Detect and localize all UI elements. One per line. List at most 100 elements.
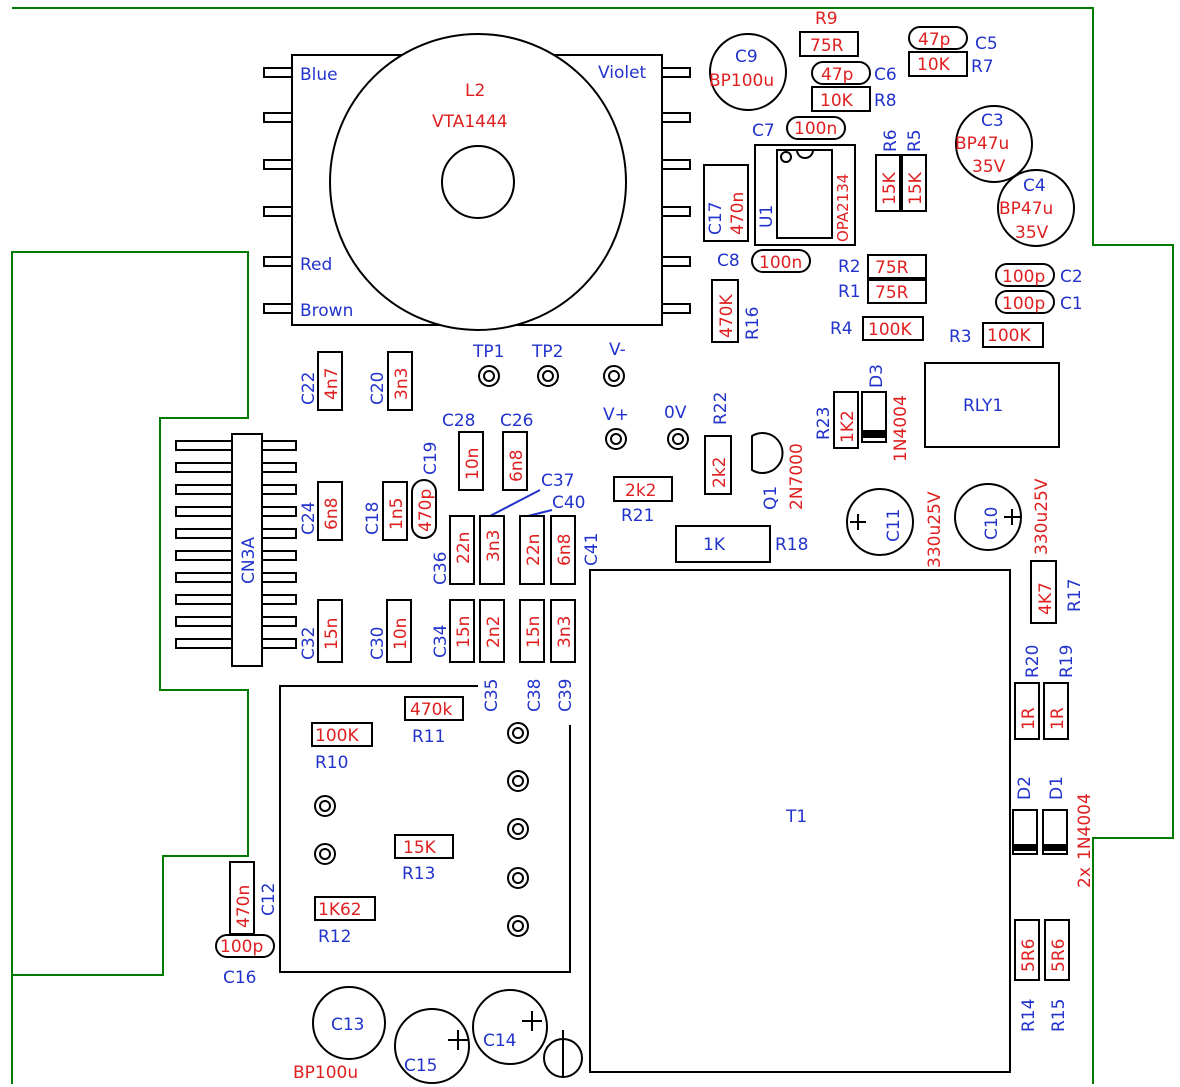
svg-text:C2: C2 <box>1060 267 1083 287</box>
svg-text:C26: C26 <box>500 411 534 431</box>
svg-text:5R6: 5R6 <box>1049 939 1069 972</box>
svg-text:470K: 470K <box>717 294 737 338</box>
svg-text:15n: 15n <box>322 618 342 650</box>
svg-text:C12: C12 <box>259 882 279 916</box>
svg-text:R1: R1 <box>838 282 861 302</box>
cap-c16: 100p C16 <box>215 934 275 988</box>
cap-c38: 15n C38 <box>519 599 545 712</box>
svg-text:R15: R15 <box>1049 999 1069 1032</box>
resistor-r19: R19 1R <box>1043 645 1077 740</box>
svg-text:1n5: 1n5 <box>387 498 407 530</box>
resistor-r1: R1 75R <box>838 279 927 304</box>
resistor-r14: 5R6 R14 <box>1014 919 1040 1032</box>
cap-c8: C8 100n <box>717 249 811 273</box>
svg-text:C34: C34 <box>431 624 451 658</box>
svg-text:47p: 47p <box>821 65 853 85</box>
svg-text:15K: 15K <box>403 838 437 858</box>
svg-text:1R: 1R <box>1019 707 1039 730</box>
svg-text:R14: R14 <box>1019 999 1039 1032</box>
cap-c15: C15 <box>394 1008 470 1084</box>
resistor-r13: 15K R13 <box>394 834 454 884</box>
svg-text:C30: C30 <box>368 626 388 660</box>
cap-c2: 100p C2 <box>995 263 1083 287</box>
cap-c37: C37 3n3 <box>479 471 575 585</box>
svg-text:C19: C19 <box>421 441 441 475</box>
svg-text:C20: C20 <box>368 371 388 405</box>
cap-c12: 470n C12 <box>229 861 279 935</box>
svg-text:R18: R18 <box>775 535 808 555</box>
resistor-r15: 5R6 R15 <box>1044 919 1070 1032</box>
cap-c18: C18 1n5 <box>363 481 408 541</box>
relay-rly1: RLY1 <box>924 362 1060 448</box>
svg-text:R16: R16 <box>743 307 763 340</box>
svg-text:C10: C10 <box>982 506 1002 540</box>
svg-text:U1: U1 <box>757 205 777 228</box>
cap-c22: C22 4n7 <box>299 351 343 411</box>
svg-text:6n8: 6n8 <box>322 498 342 530</box>
cap-c19: 470p C19 <box>411 441 441 539</box>
svg-text:6n8: 6n8 <box>507 450 527 482</box>
svg-text:BP47u: BP47u <box>999 199 1053 219</box>
sub-board <box>279 685 571 973</box>
resistor-r4: R4 100K <box>830 316 924 341</box>
pin-violet-label: Violet <box>598 63 647 83</box>
svg-text:C8: C8 <box>717 251 740 271</box>
svg-text:C35: C35 <box>482 678 502 712</box>
d1-d2-value: 1N4004 <box>1075 793 1095 860</box>
svg-text:3n3: 3n3 <box>392 368 412 400</box>
svg-text:T1: T1 <box>785 807 807 827</box>
svg-text:330u25V: 330u25V <box>925 491 945 568</box>
cap-c24: C24 6n8 <box>299 481 343 541</box>
svg-text:100K: 100K <box>987 326 1031 346</box>
svg-text:1K: 1K <box>703 535 726 555</box>
cap-c7: C7 100n <box>752 116 846 141</box>
mount-hole <box>543 1030 583 1078</box>
svg-text:1R: 1R <box>1048 707 1068 730</box>
svg-text:35V: 35V <box>1015 223 1049 243</box>
svg-text:22n: 22n <box>524 534 544 566</box>
svg-text:R20: R20 <box>1023 645 1043 678</box>
svg-text:RLY1: RLY1 <box>963 396 1003 416</box>
resistor-r12: 1K62 R12 <box>314 896 376 947</box>
svg-text:BP47u: BP47u <box>955 134 1009 154</box>
resistor-r18: 1K R18 <box>675 525 808 563</box>
resistor-r21: 2k2 R21 <box>613 476 673 526</box>
cap-c3: C3 BP47u 35V <box>955 105 1033 183</box>
svg-text:10n: 10n <box>391 618 411 650</box>
svg-text:TP1: TP1 <box>472 342 504 362</box>
svg-text:C22: C22 <box>299 371 319 405</box>
svg-text:C9: C9 <box>735 47 758 67</box>
svg-text:R4: R4 <box>830 319 853 339</box>
cap-c13: C13 BP100u <box>293 986 386 1083</box>
svg-text:2N7000: 2N7000 <box>787 443 807 510</box>
svg-text:100K: 100K <box>315 726 359 746</box>
svg-text:C37: C37 <box>541 471 575 491</box>
svg-text:R22: R22 <box>711 392 731 425</box>
cap-c14: C14 <box>472 989 548 1065</box>
svg-text:330u25V: 330u25V <box>1032 478 1052 555</box>
svg-text:10K: 10K <box>820 91 854 111</box>
svg-text:2k2: 2k2 <box>710 457 730 488</box>
svg-text:R3: R3 <box>949 327 972 347</box>
resistor-r2: R2 75R <box>838 254 927 279</box>
svg-text:100K: 100K <box>868 320 912 340</box>
svg-text:BP100u: BP100u <box>293 1063 358 1083</box>
svg-text:R9: R9 <box>815 9 838 29</box>
svg-text:5R6: 5R6 <box>1019 939 1039 972</box>
svg-text:C4: C4 <box>1023 176 1046 196</box>
sub-board-pads <box>314 722 529 937</box>
svg-text:C1: C1 <box>1060 294 1083 314</box>
l2-value: VTA1444 <box>432 112 508 132</box>
resistor-r9: R9 75R <box>799 9 859 57</box>
svg-text:TP2: TP2 <box>531 342 563 362</box>
svg-text:C11: C11 <box>884 508 904 542</box>
svg-text:15K: 15K <box>906 171 926 205</box>
cap-c28: C28 10n <box>442 411 484 491</box>
cap-c9: C9 BP100u <box>709 33 787 111</box>
svg-text:2k2: 2k2 <box>625 481 656 501</box>
svg-text:Q1: Q1 <box>761 486 781 510</box>
svg-text:C41: C41 <box>582 532 602 566</box>
svg-text:100p: 100p <box>220 937 263 957</box>
resistor-r6: R6 15K <box>875 129 901 212</box>
